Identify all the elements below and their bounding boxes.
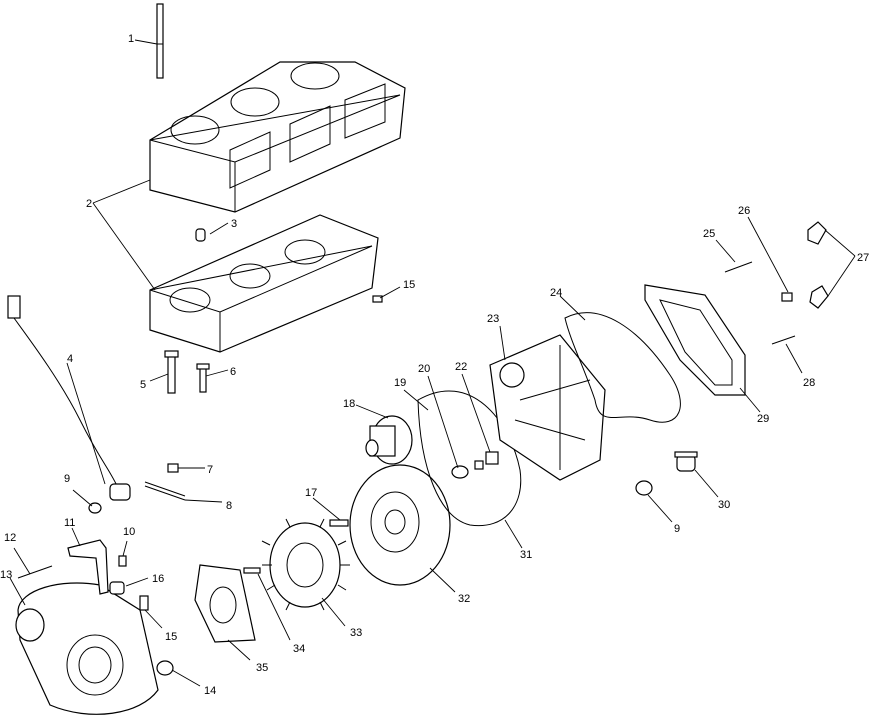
callout-labels: 1 2 3 15 4 5 6 7 8 9 10 11 12 13 14 15 1… xyxy=(0,33,869,697)
callout-22: 22 xyxy=(455,361,467,373)
part-17-screw xyxy=(329,519,349,527)
callout-6: 6 xyxy=(230,366,236,378)
part-4-sensor xyxy=(7,295,131,501)
callout-35: 35 xyxy=(256,662,268,674)
callout-24: 24 xyxy=(550,287,562,299)
callout-17: 17 xyxy=(305,487,317,499)
callout-27: 27 xyxy=(857,252,869,264)
part-10 xyxy=(118,555,127,567)
part-6-bolt xyxy=(196,363,210,393)
part-7-screw xyxy=(167,463,179,473)
part-21-screw xyxy=(372,295,383,303)
part-30-plug xyxy=(674,451,698,472)
part-33-stator xyxy=(261,518,350,611)
part-11-bracket xyxy=(67,539,109,595)
callout-20: 20 xyxy=(418,363,430,375)
callout-34: 34 xyxy=(293,643,305,655)
callout-9-left: 9 xyxy=(64,473,70,485)
part-23-cover xyxy=(489,334,606,481)
callout-2: 2 xyxy=(86,198,92,210)
callout-31: 31 xyxy=(520,549,532,561)
part-22-spring xyxy=(485,451,499,465)
part-14 xyxy=(156,660,174,676)
part-5-bolt xyxy=(164,350,179,394)
part-9-washer-right xyxy=(635,480,653,496)
callout-15: 15 xyxy=(165,631,177,643)
part-20 xyxy=(474,460,484,470)
part-35-plate xyxy=(194,564,256,643)
callout-33: 33 xyxy=(350,627,362,639)
callout-25: 25 xyxy=(703,228,715,240)
callout-28: 28 xyxy=(803,377,815,389)
leader-lines xyxy=(9,39,856,687)
part-34-pin xyxy=(243,567,261,574)
part-19-washer xyxy=(451,465,469,479)
callout-11: 11 xyxy=(64,517,75,529)
callout-5: 5 xyxy=(140,379,146,391)
callout-12: 12 xyxy=(4,532,16,544)
callout-8: 8 xyxy=(226,500,232,512)
callout-4: 4 xyxy=(67,353,73,365)
part-3-dowel xyxy=(195,228,206,242)
callout-18: 18 xyxy=(343,398,355,410)
part-16 xyxy=(109,581,125,595)
part-18-starter xyxy=(365,415,413,465)
part-28-bolt xyxy=(771,335,796,345)
part-27-fittings xyxy=(807,221,829,309)
part-8-spring xyxy=(144,481,186,501)
callout-10: 10 xyxy=(123,526,135,538)
part-24-gasket xyxy=(564,312,681,423)
callout-29: 29 xyxy=(757,413,769,425)
part-12-rod xyxy=(17,565,53,579)
part-26 xyxy=(781,292,793,302)
callout-7: 7 xyxy=(207,464,213,476)
upper-crankcase xyxy=(149,61,406,213)
callout-30: 30 xyxy=(718,499,730,511)
part-25-bolt xyxy=(724,261,753,273)
part-1-rod xyxy=(156,3,164,79)
part-31-gasket xyxy=(417,390,522,527)
callout-26: 26 xyxy=(738,205,750,217)
callout-14: 14 xyxy=(204,685,216,697)
callout-9-right: 9 xyxy=(674,523,680,535)
callout-3: 3 xyxy=(231,218,237,230)
part-15 xyxy=(139,595,149,611)
callout-32: 32 xyxy=(458,593,470,605)
lower-crankcase xyxy=(149,214,379,353)
part-32-flywheel xyxy=(349,464,451,586)
part-29-cover-plate xyxy=(644,284,746,396)
callout-13: 13 xyxy=(0,569,12,581)
callout-19: 19 xyxy=(394,377,406,389)
callout-23: 23 xyxy=(487,313,499,325)
part-13-housing xyxy=(15,582,159,715)
callout-16: 16 xyxy=(152,573,164,585)
callout-21: 15 xyxy=(403,279,415,291)
callout-1: 1 xyxy=(128,33,134,45)
